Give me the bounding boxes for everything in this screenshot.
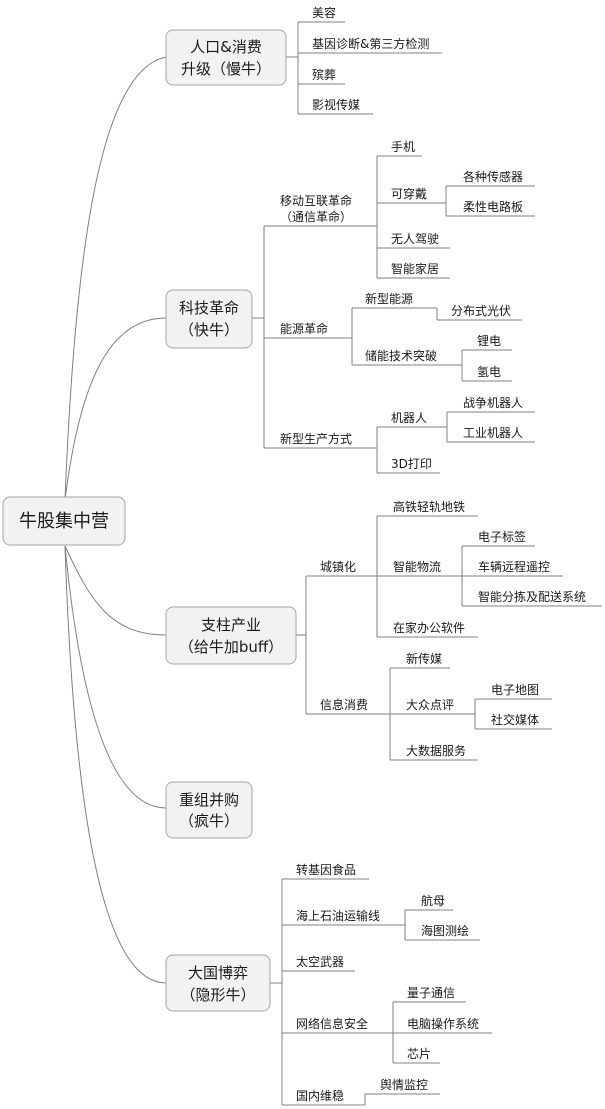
branch-box-b5 [165,954,271,1012]
node-sorting-system: 智能分拣及配送系统 [478,589,586,604]
branch-box-b4 [165,781,253,839]
branch-node-b3: 支柱产业 （给牛加buff） [165,606,297,665]
connector-root-b5 [64,545,167,984]
node-e-map: 电子地图 [491,683,539,697]
branch-5-connectors [270,878,492,1106]
connector-root-b3 [64,545,167,636]
node-war-robot: 战争机器人 [463,396,523,410]
node-new-energy: 新型能源 [365,291,413,306]
node-new-media: 新传媒 [406,651,442,666]
node-distributed-pv: 分布式光伏 [451,304,511,318]
node-opinion-monitor: 舆情监控 [380,1077,428,1092]
node-jiyin-zhenduan: 基因诊断&第三方检测 [312,36,429,51]
branch-b4-line1: 重组并购 [179,791,239,809]
branch-1-connectors [286,21,442,115]
node-remote-vehicle: 车辆远程遥控 [478,559,550,574]
node-industrial-robot: 工业机器人 [463,426,523,440]
node-cyber-security: 网络信息安全 [296,1016,368,1031]
node-dianping: 大众点评 [406,698,454,712]
node-smart-home: 智能家居 [391,261,439,276]
branch-box-b3 [165,606,297,665]
root-label: 牛股集中营 [19,511,109,532]
branch-3-nodes: 城镇化 高铁轻轨地铁 智能物流 电子标签 车辆远程遥控 智能分拣及配送系统 在家… [320,499,586,758]
branch-box-b2 [165,289,253,349]
node-sensors: 各种传感器 [463,169,523,184]
branch-2-nodes: 移动互联革命 （通信革命） 手机 可穿戴 各种传感器 柔性电路板 无人驾驶 智能… [280,140,523,471]
node-smart-logistics: 智能物流 [393,559,441,574]
node-shouji: 手机 [391,140,415,154]
node-carrier: 航母 [421,893,445,908]
node-energy-revolution: 能源革命 [280,321,328,336]
root-node: 牛股集中营 [2,496,126,546]
node-sea-oil-route: 海上石油运输线 [296,908,380,923]
node-mobile-internet-sub: （通信革命） [280,209,352,224]
branch-b2-line1: 科技革命 [179,299,239,317]
node-domestic-stability: 国内维稳 [296,1088,344,1103]
connector-root-b4 [64,545,167,809]
branch-5-nodes: 转基因食品 海上石油运输线 航母 海图测绘 太空武器 网络信息安全 量子通信 电… [296,862,479,1103]
node-autonomous-driving: 无人驾驶 [391,231,439,246]
node-yingshi-chuanmei: 影视传媒 [312,97,360,112]
node-info-consumption: 信息消费 [320,697,368,712]
branch-b5-line1: 大国博弈 [188,964,248,982]
branch-b3-line2: （给牛加buff） [179,638,283,656]
node-rail-transit: 高铁轻轨地铁 [393,499,465,514]
branch-b5-line2: （隐形牛） [180,986,255,1004]
root-connectors [64,56,167,984]
node-lithium: 锂电 [477,333,501,348]
node-os: 电脑操作系统 [407,1016,479,1031]
branch-box-b1 [165,29,287,86]
branch-b1-line2: 升级（慢牛） [181,60,271,78]
node-mobile-internet: 移动互联革命 [280,193,352,208]
node-chart-survey: 海图测绘 [421,923,469,938]
node-big-data: 大数据服务 [406,743,466,758]
root-box [2,496,126,546]
node-social-media: 社交媒体 [491,712,539,727]
branch-node-b1: 人口&消费 升级（慢牛） [165,29,287,86]
branch-b1-line1: 人口&消费 [190,38,262,56]
node-hydrogen: 氢电 [477,364,501,379]
node-new-production: 新型生产方式 [280,431,352,446]
node-home-office: 在家办公软件 [393,620,465,635]
branch-2-connectors [252,155,535,474]
node-energy-storage: 储能技术突破 [365,348,437,363]
node-chip: 芯片 [407,1047,431,1061]
node-robot: 机器人 [391,411,427,425]
node-meirong: 美容 [312,5,336,20]
node-binzang: 殡葬 [312,67,336,82]
branch-b4-line2: （疯牛） [179,812,239,830]
branch-node-b2: 科技革命 （快牛） [165,289,253,349]
branch-node-b4: 重组并购 （疯牛） [165,781,253,839]
branch-node-b5: 大国博弈 （隐形牛） [165,954,271,1012]
branch-1-nodes: 美容 基因诊断&第三方检测 殡葬 影视传媒 [312,5,429,112]
branch-3-connectors [296,515,602,761]
connector-root-b2 [64,317,167,501]
branch-b3-line1: 支柱产业 [201,616,261,634]
node-quantum-comm: 量子通信 [407,986,455,1000]
node-urbanization: 城镇化 [320,560,356,574]
node-flex-circuit: 柔性电路板 [463,199,523,214]
node-e-tag: 电子标签 [478,529,526,544]
node-gmo-food: 转基因食品 [296,862,356,877]
node-wearable: 可穿戴 [391,186,427,201]
connector-root-b1 [64,56,167,501]
node-3d-printing: 3D打印 [391,457,432,471]
node-space-weapons: 太空武器 [296,954,344,969]
branch-b2-line2: （快牛） [179,321,239,339]
